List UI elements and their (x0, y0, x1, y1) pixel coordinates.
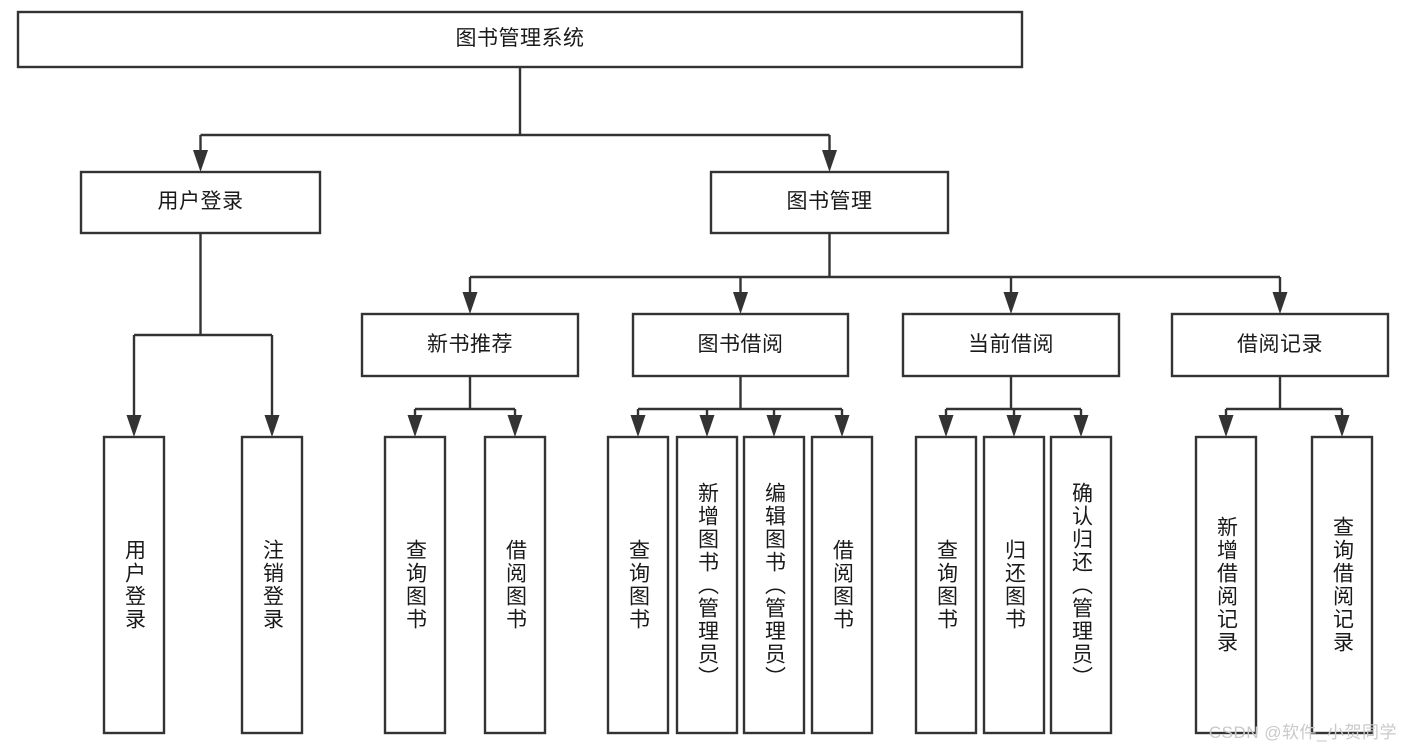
node-box-book-manage (709, 170, 950, 235)
node-box-leaf-cb-return (982, 435, 1046, 735)
watermark-text: CSDN @软件_小贺同学 (1208, 723, 1397, 742)
node-box-leaf-bb-edit (742, 435, 806, 735)
node-box-user-login (79, 170, 322, 235)
node-box-leaf-cb-query (914, 435, 978, 735)
node-box-leaf-br-add (1194, 435, 1258, 735)
node-box-leaf-cb-confirm (1049, 435, 1113, 735)
node-box-current-borrow (901, 312, 1121, 378)
edge-layer (126, 67, 1350, 437)
node-box-leaf-logout (240, 435, 304, 735)
node-box-root (16, 10, 1024, 69)
node-box-leaf-rec-borrow (483, 435, 547, 735)
node-box-borrow-record (1170, 312, 1390, 378)
node-box-leaf-br-query (1310, 435, 1374, 735)
node-box-leaf-bb-add (675, 435, 739, 735)
box-layer (16, 10, 1390, 735)
node-box-book-borrow (631, 312, 850, 378)
node-box-leaf-user-login (102, 435, 166, 735)
node-box-leaf-bb-borrow (810, 435, 874, 735)
node-box-leaf-rec-query (383, 435, 447, 735)
node-box-new-book-rec (360, 312, 580, 378)
node-box-leaf-bb-query (606, 435, 670, 735)
